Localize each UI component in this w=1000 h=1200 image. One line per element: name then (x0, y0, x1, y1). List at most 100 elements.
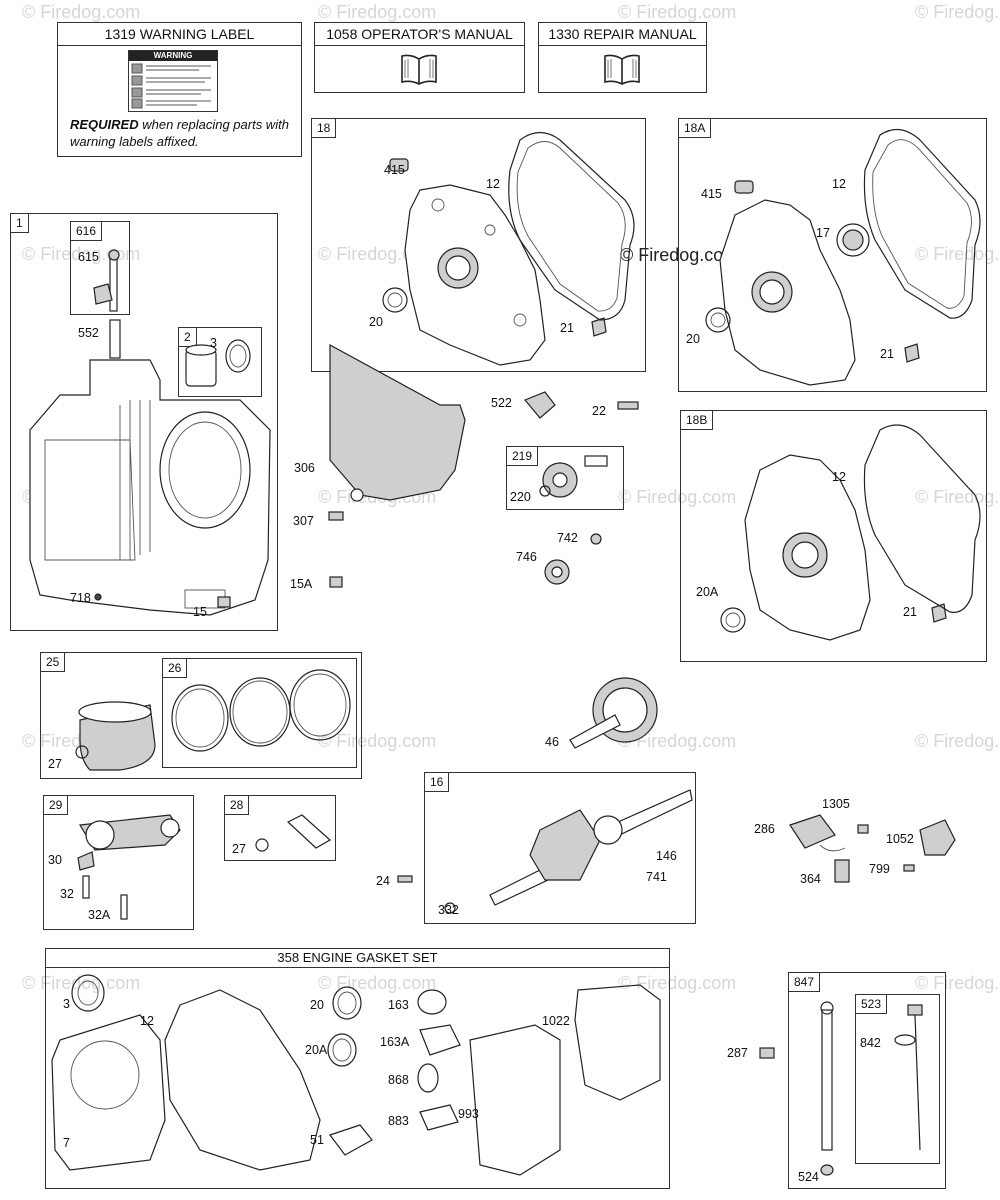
part-label: 306 (294, 461, 315, 475)
watermark: © Firedog.com (618, 2, 737, 22)
part-label: 552 (78, 326, 99, 340)
frame-1-cylinder[interactable]: 1 (10, 213, 278, 631)
gasket-18-part (508, 131, 635, 321)
part-label: 524 (798, 1170, 819, 1184)
part-label: 22 (592, 404, 606, 418)
watermark: © Firedog.com (22, 2, 141, 22)
part-label: 146 (656, 849, 677, 863)
part-label: 20 (310, 998, 324, 1012)
cylinder-block-part (29, 359, 271, 616)
gasket-18b-part (863, 424, 981, 613)
frame-tag: 16 (424, 772, 450, 792)
repair-manual-box[interactable]: 1330 REPAIR MANUAL (538, 22, 707, 93)
part-label: 30 (48, 853, 62, 867)
part-label: 163A (380, 1035, 410, 1049)
crankshaft-part (444, 789, 693, 914)
frame-2-bushing[interactable]: 2 (178, 327, 262, 397)
part-label: 12 (140, 1014, 154, 1028)
frame-tag: 29 (43, 795, 69, 815)
part-label: 12 (832, 470, 846, 484)
frame-358-gasket-set[interactable]: 358 ENGINE GASKET SET (45, 948, 670, 1189)
watermark: © Firedog.com (318, 731, 437, 751)
breather-tube-part (93, 249, 120, 312)
part-label: 746 (516, 550, 537, 564)
part-label: 615 (78, 250, 99, 264)
frame-tag: 25 (40, 652, 66, 672)
part-label: 12 (832, 177, 846, 191)
part-label: 20 (369, 315, 383, 329)
frame-tag: 18 (311, 118, 337, 138)
part-label: 20 (686, 332, 700, 346)
frame-616-breather[interactable]: 616 (70, 221, 130, 315)
part-label: 3 (63, 997, 70, 1011)
part-label: 522 (491, 396, 512, 410)
part-label: 364 (800, 872, 821, 886)
frame-219-governor[interactable]: 219 (506, 446, 624, 510)
repair-manual-title: 1330 REPAIR MANUAL (539, 23, 706, 46)
part-label: 12 (486, 177, 500, 191)
part-label: 46 (545, 735, 559, 749)
piston-part (75, 701, 156, 771)
frame-25-piston[interactable]: 25 (40, 652, 362, 779)
part-label: 51 (310, 1133, 324, 1147)
watermark: © Firedog.com (915, 244, 1000, 264)
part-label: 415 (384, 163, 405, 177)
part-label: 20A (696, 585, 719, 599)
gasket-set-parts (51, 974, 661, 1176)
frame-28-piston-pin[interactable]: 28 (224, 795, 336, 861)
watermark: © Firedog.com (22, 973, 141, 993)
watermark-center: © Firedog.com (620, 245, 739, 265)
frame-18-sump[interactable]: 18 (311, 118, 646, 372)
gasket-set-title: 358 ENGINE GASKET SET (46, 949, 669, 968)
part-label: 3 (210, 336, 217, 350)
frame-29-connecting-rod[interactable]: 29 (43, 795, 194, 930)
part-label: 415 (701, 187, 722, 201)
warning-sticker-heading: WARNING (129, 51, 217, 61)
warning-label-note: REQUIRED when replacing parts with warni… (70, 117, 289, 149)
frame-26-rings[interactable]: 26 (162, 658, 357, 768)
frame-18b-sump[interactable]: 18B (680, 410, 987, 662)
frame-tag: 219 (506, 446, 539, 466)
part-label: 741 (646, 870, 667, 884)
part-label: 21 (880, 347, 894, 361)
camshaft-part (569, 677, 658, 749)
part-label: 332 (438, 903, 459, 917)
part-label: 32 (60, 887, 74, 901)
book-icon (401, 54, 437, 85)
frame-tag: 847 (788, 972, 821, 992)
sump-18-part (382, 158, 607, 366)
part-label: 32A (88, 908, 111, 922)
gasket-18a-part (863, 129, 981, 319)
part-label: 21 (903, 605, 917, 619)
part-label: 742 (557, 531, 578, 545)
part-label: 842 (860, 1036, 881, 1050)
sump-18a-part (705, 180, 920, 386)
bushing-part (185, 339, 251, 387)
connecting-rod-part (77, 814, 181, 920)
frame-tag: 1 (10, 213, 29, 233)
part-label: 718 (70, 591, 91, 605)
warning-label-box[interactable]: 1319 WARNING LABEL WARNING REQUIRED when… (57, 22, 302, 157)
book-icon (604, 54, 640, 85)
part-label: 799 (869, 862, 890, 876)
part-label: 27 (232, 842, 246, 856)
watermark: © Firedog.com (318, 2, 437, 22)
part-label: 307 (293, 514, 314, 528)
part-label: 15A (290, 577, 313, 591)
frame-18a-sump[interactable]: 18A (678, 118, 987, 392)
frame-523-dipstick[interactable]: 523 (855, 994, 940, 1164)
part-label: 7 (63, 1136, 70, 1150)
part-label: 163 (388, 998, 409, 1012)
part-label: 17 (816, 226, 830, 240)
ignition-parts (789, 814, 956, 883)
part-label: 15 (193, 605, 207, 619)
sump-18b-part (720, 454, 947, 641)
operators-manual-box[interactable]: 1058 OPERATOR'S MANUAL (314, 22, 525, 93)
part-label: 868 (388, 1073, 409, 1087)
frame-847-dipstick[interactable]: 847 (788, 972, 946, 1189)
frame-tag: 2 (178, 327, 197, 347)
frame-16-crankshaft[interactable]: 16 (424, 772, 696, 924)
watermark: © Firedog.com (915, 2, 1000, 22)
part-label: 1052 (886, 832, 914, 846)
